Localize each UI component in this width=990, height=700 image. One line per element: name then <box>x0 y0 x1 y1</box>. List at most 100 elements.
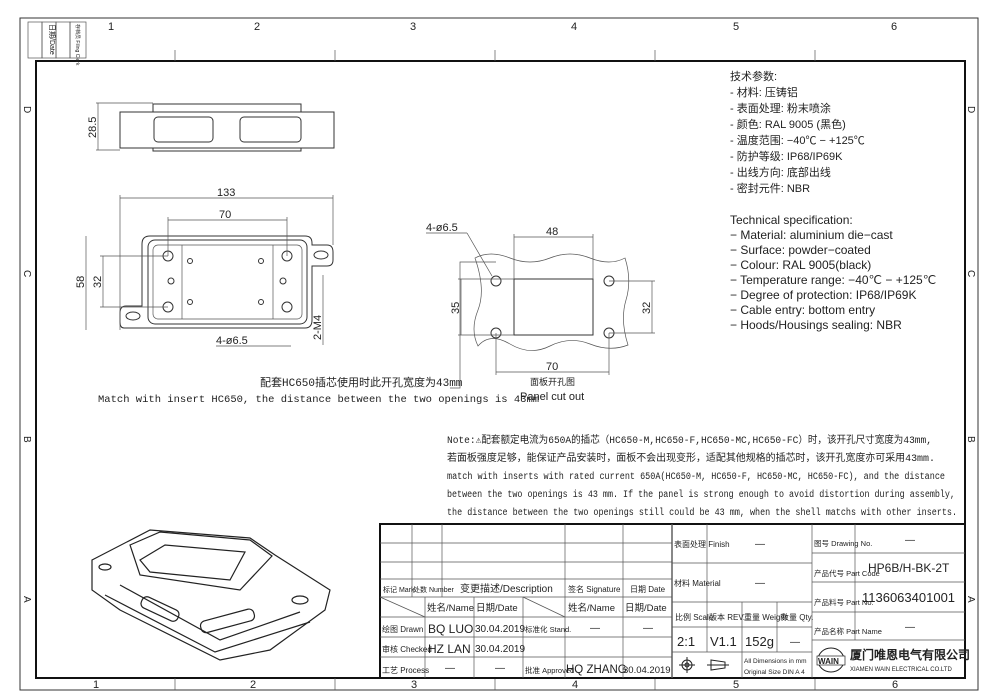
tb-scale-value: 2:1 <box>677 634 695 649</box>
col-label: 1 <box>108 21 114 33</box>
spec-en-item: − Degree of protection: IP68/IP69K <box>730 288 916 302</box>
tb-qty-value: — <box>790 637 800 648</box>
tb-drawing-no-value: — <box>905 535 915 546</box>
panel-height-right: 32 <box>641 302 653 314</box>
tb-drawing-no-label: 图号 Drawing No. <box>814 539 872 548</box>
tb-finish-label: 表面处理 Finish <box>674 539 730 549</box>
spec-cn-item: - 颜色: RAL 9005 (黑色) <box>730 117 846 131</box>
col-label: 2 <box>254 21 260 33</box>
spec-en-item: − Hoods/Housings sealing: NBR <box>730 318 902 332</box>
spec-cn-item: - 密封元件: NBR <box>730 181 810 195</box>
tb-name-header: 姓名/Name <box>427 602 474 614</box>
tb-part-no-value: 1136063401001 <box>862 590 955 605</box>
col-label: 1 <box>93 679 99 691</box>
side-view: 28.5 <box>87 102 335 152</box>
tb-part-no-label: 产品料号 Part No. <box>814 597 874 607</box>
spec-en-item: − Cable entry: bottom entry <box>730 303 875 317</box>
tb-part-name-value: — <box>905 622 915 633</box>
outer-border <box>19 17 979 691</box>
tb-drawn-name: BQ LUO <box>428 622 473 636</box>
tb-approved-label: 批准 Approved <box>525 665 574 675</box>
note-line: the distance between the two openings st… <box>447 507 957 519</box>
tb-checked-name: HZ LAN <box>428 642 471 656</box>
top-view: 133 70 58 32 4-ø6.5 2-M4 <box>75 187 334 347</box>
tb-qty-label: 数量 Qty. <box>781 612 813 622</box>
dim-height-overall: 58 <box>75 276 87 288</box>
filing-date-label: 日期/Date <box>48 24 56 55</box>
filing-box: 日期/Date 存档员 Filing Clerk <box>27 21 87 66</box>
logo-text: WAIN <box>818 657 839 666</box>
note-line: match with inserts with rated current 65… <box>447 471 945 483</box>
tb-material-value: — <box>755 578 765 589</box>
panel-caption-cn: 面板开孔图 <box>530 376 575 388</box>
note-line: Note:⚠配套额定电流为650A的插芯（HC650-M,HC650-F,HC6… <box>447 433 932 447</box>
column-labels: 1 2 3 4 5 6 1 2 3 4 5 6 <box>93 21 898 691</box>
spec-cn-item: - 出线方向: 底部出线 <box>730 165 831 179</box>
row-label: B <box>21 436 32 443</box>
tb-name-header: 姓名/Name <box>568 602 615 614</box>
col-label: 6 <box>891 21 897 33</box>
panel-hole-spacing: 70 <box>546 361 558 373</box>
panel-opening-width: 48 <box>546 226 558 238</box>
col-label: 5 <box>733 21 739 33</box>
tb-approved-date: 30.04.2019 <box>623 665 671 676</box>
row-label: C <box>965 270 976 277</box>
tb-approved-name: HQ ZHANG <box>566 664 627 676</box>
tb-mark-label: 标记 Mark <box>383 585 415 594</box>
col-label: 5 <box>733 679 739 691</box>
tb-material-label: 材料 Material <box>674 578 721 588</box>
row-label: D <box>21 106 32 113</box>
company-name-en: XIAMEN WAIN ELECTRICAL CO.LTD <box>850 667 952 673</box>
tb-process-date: — <box>495 663 505 674</box>
tb-date-header: 日期/Date <box>476 603 518 614</box>
spec-cn-item: - 表面处理: 粉末喷涂 <box>730 101 831 115</box>
tb-number-label: 处数 Number <box>413 585 455 594</box>
spec-cn-item: - 温度范围: −40℃ − +125℃ <box>730 133 865 147</box>
tb-date-label: 日期 Date <box>630 585 666 594</box>
tb-stand-label: 标准化 Stand. <box>525 624 571 634</box>
dim-hole-spacing: 70 <box>219 209 231 221</box>
panel-cutout-view: 4-ø6.5 48 35 32 70 面板开孔图 Panel cut out <box>426 222 655 403</box>
spec-cn-title: 技术参数: <box>730 69 777 83</box>
tb-weight-label: 重量 Weight <box>744 612 788 622</box>
tb-rev-value: V1.1 <box>710 634 737 649</box>
tb-size-note: Original Size DIN A 4 <box>744 669 805 676</box>
tb-stand-date: — <box>643 623 653 634</box>
row-label: A <box>21 596 32 603</box>
col-label: 3 <box>410 21 416 33</box>
tb-process-label: 工艺 Process <box>382 666 429 675</box>
col-label: 3 <box>411 679 417 691</box>
note-line: 若面板强度足够，能保证产品安装时，面板不会出现变形，适配其他规格的插芯时，该开孔… <box>447 451 935 465</box>
title-block <box>379 523 966 679</box>
tb-stand-name: — <box>590 623 600 634</box>
dim-side-height: 28.5 <box>87 117 99 138</box>
tb-drawn-date: 30.04.2019 <box>475 624 525 635</box>
isometric-view <box>91 529 331 661</box>
wain-logo: WAIN <box>816 647 846 673</box>
tb-part-code-label: 产品代号 Part Code <box>814 568 880 578</box>
company-name-cn: 厦门唯恩电气有限公司 <box>850 647 970 662</box>
spec-en-item: − Surface: powder−coated <box>730 243 871 257</box>
panel-holes-dim: 4-ø6.5 <box>426 222 458 234</box>
panel-height-left: 35 <box>450 302 462 314</box>
tb-part-code-value: HP6B/H-BK-2T <box>868 561 950 575</box>
insert-note-en: Match with insert HC650, the distance be… <box>98 394 539 406</box>
tb-signature-label: 签名 Signature <box>568 584 621 594</box>
insert-note-cn: 配套HC650插芯使用时此开孔宽度为43mm <box>260 375 463 390</box>
dim-holes: 4-ø6.5 <box>216 335 248 347</box>
tb-rev-label: 版本 REV. <box>709 612 745 622</box>
tb-scale-label: 比例 Scale <box>675 612 714 622</box>
first-angle-projection-icon <box>679 657 729 673</box>
note-block: Note:⚠配套额定电流为650A的插芯（HC650-M,HC650-F,HC6… <box>447 433 957 519</box>
filing-clerk-label: 存档员 Filing Clerk <box>74 24 81 66</box>
row-label: A <box>965 596 976 603</box>
spec-cn-item: - 材料: 压铸铝 <box>730 85 798 99</box>
tb-finish-value: — <box>755 539 765 550</box>
spec-en-item: − Colour: RAL 9005(black) <box>730 258 871 272</box>
tb-checked-label: 审核 Checked <box>382 644 432 654</box>
row-label: D <box>965 106 976 113</box>
spec-en-item: − Temperature range: −40℃ − +125℃ <box>730 273 936 287</box>
tb-part-name-label: 产品名称 Part Name <box>814 626 882 636</box>
tb-description-label: 变更描述/Description <box>460 582 553 595</box>
